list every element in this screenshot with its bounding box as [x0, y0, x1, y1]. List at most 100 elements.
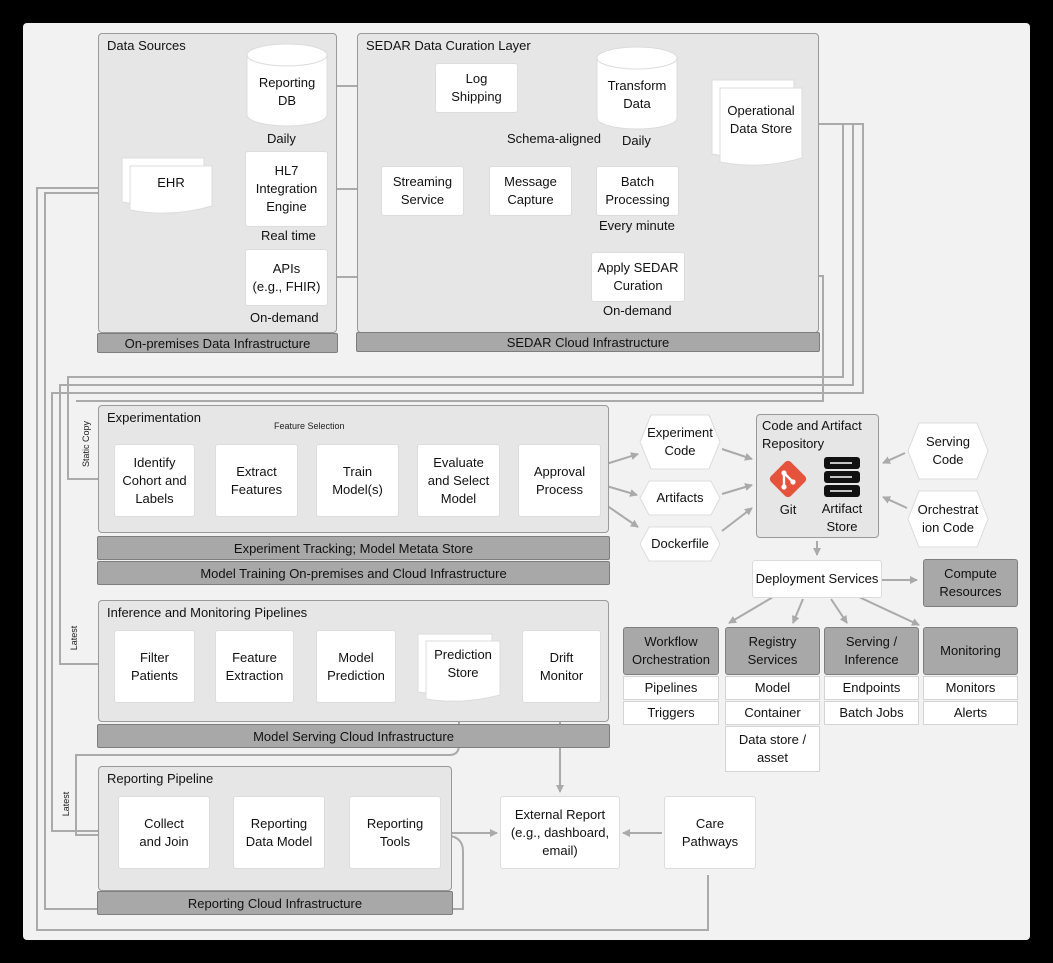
arrow-deploy-monitoring [858, 596, 920, 626]
apis-node: APIs (e.g., FHIR) [245, 249, 328, 306]
hexagon-shape [907, 422, 989, 480]
serving-code-node: Serving Code [907, 422, 989, 480]
registry-services-header: Registry Services [725, 627, 820, 675]
caption-daily: Daily [622, 133, 651, 148]
reporting-db-node: Reporting DB [246, 43, 328, 127]
git-icon [769, 460, 807, 498]
database-icon [596, 46, 678, 130]
arrow-deploy-workflow [728, 596, 774, 624]
database-icon [246, 43, 328, 127]
latest-label: Latest [69, 625, 79, 651]
hexagon-shape [639, 526, 721, 562]
git-label: Git [779, 502, 797, 517]
reporting-data-model-node: Reporting Data Model [233, 796, 325, 869]
alerts-cell: Alerts [923, 701, 1018, 725]
triggers-cell: Triggers [623, 701, 719, 725]
repository-title: Code and Artifact Repository [762, 418, 862, 451]
endpoints-cell: Endpoints [824, 676, 919, 700]
bar-model-training: Model Training On-premises and Cloud Inf… [97, 561, 610, 585]
identify-cohort-node: Identify Cohort and Labels [114, 444, 195, 517]
loop-line-3 [51, 123, 864, 835]
caption-schema-aligned: Schema-aligned [507, 131, 601, 146]
bar-experiment-tracking: Experiment Tracking; Model Metata Store [97, 536, 610, 560]
operational-store-label: Operational Data Store [727, 103, 795, 136]
transform-data-node: Transform Data [596, 46, 678, 130]
static-copy-label: Static Copy [81, 420, 91, 468]
arrow-expcode-repo [721, 448, 753, 461]
deployment-services-node: Deployment Services [752, 560, 882, 598]
caption-daily: Daily [267, 131, 296, 146]
code-artifact-repository: Code and Artifact Repository Git Artifac… [756, 414, 879, 538]
hexagon-shape [639, 480, 721, 516]
ehr-label: EHR [157, 175, 185, 190]
approval-node: Approval Process [518, 444, 601, 517]
group-title: Inference and Monitoring Pipelines [107, 605, 308, 620]
serving-inference-header: Serving / Inference [824, 627, 919, 675]
diagram-canvas: Data Sources SEDAR Data Curation Layer E… [23, 23, 1030, 940]
care-pathways-node: Care Pathways [664, 796, 756, 869]
orchestration-code-label: Orchestrat ion Code [917, 502, 979, 535]
artifacts-label: Artifacts [656, 490, 704, 505]
ehr-return-line [36, 187, 709, 931]
train-models-node: Train Model(s) [316, 444, 399, 517]
document-stack-icon [121, 157, 213, 214]
artifacts-node: Artifacts [639, 480, 721, 516]
caption-every-minute: Every minute [599, 218, 675, 233]
experiment-code-node: Experiment Code [639, 414, 721, 470]
arrow-deploy-serving [830, 598, 848, 624]
prediction-store-label: Prediction Store [434, 647, 492, 680]
latest-label: Latest [61, 791, 71, 817]
batch-processing-node: Batch Processing [596, 166, 679, 216]
bar-model-serving: Model Serving Cloud Infrastructure [97, 724, 610, 748]
container-cell: Container [725, 701, 820, 725]
hexagon-shape [639, 414, 721, 470]
operational-store-node: Operational Data Store [711, 79, 804, 170]
artifact-store-label: Artifact Store [821, 501, 863, 534]
arrow-orch-repo [882, 496, 908, 509]
monitoring-header: Monitoring [923, 627, 1018, 675]
experiment-code-label: Experiment Code [647, 425, 713, 458]
document-stack-icon [711, 79, 803, 166]
document-stack-icon [417, 633, 501, 702]
pipelines-cell: Pipelines [623, 676, 719, 700]
evaluate-select-node: Evaluate and Select Model [417, 444, 500, 517]
reporting-db-label: Reporting DB [258, 75, 316, 108]
hexagon-shape [907, 490, 989, 548]
group-title: SEDAR Data Curation Layer [366, 38, 531, 53]
log-shipping-node: Log Shipping [435, 63, 518, 113]
bar-sedar-cloud: SEDAR Cloud Infrastructure [356, 332, 820, 352]
model-prediction-node: Model Prediction [316, 630, 396, 703]
artifact-store-icon [824, 457, 860, 497]
group-title: Data Sources [107, 38, 186, 53]
bar-onprem-data: On-premises Data Infrastructure [97, 333, 338, 353]
apply-sedar-node: Apply SEDAR Curation [591, 252, 685, 302]
arrow-deploy-registry [792, 598, 804, 624]
data-store-asset-cell: Data store / asset [725, 726, 820, 772]
streaming-node: Streaming Service [381, 166, 464, 216]
transform-data-label: Transform Data [607, 78, 667, 111]
hl7-node: HL7 Integration Engine [245, 151, 328, 227]
feature-extraction-node: Feature Extraction [215, 630, 294, 703]
dockerfile-label: Dockerfile [651, 536, 709, 551]
extract-features-node: Extract Features [215, 444, 298, 517]
group-title: Experimentation [107, 410, 201, 425]
prediction-store-node: Prediction Store [417, 633, 502, 706]
reporting-tools-node: Reporting Tools [349, 796, 441, 869]
serving-code-label: Serving Code [925, 434, 971, 467]
workflow-orchestration-header: Workflow Orchestration [623, 627, 719, 675]
batch-jobs-cell: Batch Jobs [824, 701, 919, 725]
bar-reporting-cloud: Reporting Cloud Infrastructure [97, 891, 453, 915]
feature-selection-label: Feature Selection [272, 421, 347, 431]
collect-join-node: Collect and Join [118, 796, 210, 869]
message-capture-node: Message Capture [489, 166, 572, 216]
model-cell: Model [725, 676, 820, 700]
ehr-node: EHR [121, 157, 214, 218]
external-report-node: External Report (e.g., dashboard, email) [500, 796, 620, 869]
compute-resources-node: Compute Resources [923, 559, 1018, 607]
caption-on-demand: On-demand [250, 310, 319, 325]
caption-on-demand: On-demand [603, 303, 672, 318]
dockerfile-node: Dockerfile [639, 526, 721, 562]
arrow-dockerfile-repo [721, 507, 753, 532]
filter-patients-node: Filter Patients [114, 630, 195, 703]
orchestration-code-node: Orchestrat ion Code [907, 490, 989, 548]
